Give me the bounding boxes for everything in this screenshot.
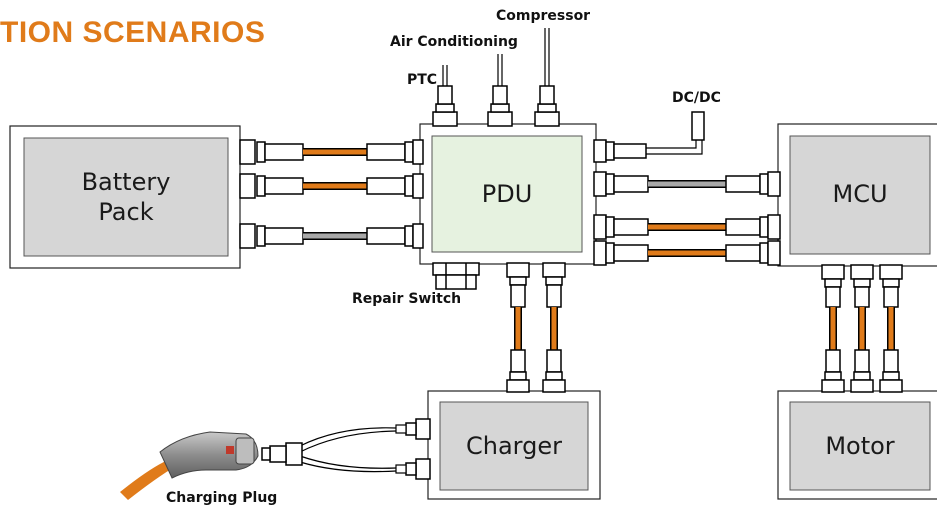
battery-pack-box — [9, 125, 241, 269]
air-conditioning-label: Air Conditioning — [390, 34, 518, 50]
compressor-label: Compressor — [496, 8, 591, 24]
connector-ptc — [432, 65, 458, 127]
repair-switch-label: Repair Switch — [352, 291, 462, 307]
pdu-label: PDU — [481, 180, 533, 208]
connector-air-conditioning — [487, 54, 513, 127]
charger-label: Charger — [466, 432, 562, 460]
page-title: TION SCENARIOS — [0, 16, 266, 49]
connector-compressor — [534, 28, 560, 127]
ptc-label: PTC — [407, 72, 438, 88]
cable-mcu-motor-1 — [821, 264, 845, 393]
charging-plug-icon — [120, 431, 259, 500]
cable-battery-pdu-2 — [239, 173, 424, 199]
repair-switch-connector — [432, 262, 480, 290]
motor-label: Motor — [825, 432, 895, 460]
dcdc-label: DC/DC — [672, 90, 721, 106]
battery-pack-label: Battery Pack — [81, 168, 171, 226]
cable-pdu-charger-1 — [506, 262, 530, 393]
charging-plug-label: Charging Plug — [166, 490, 278, 506]
cable-pdu-mcu-1 — [593, 171, 781, 197]
charger-box — [427, 390, 601, 500]
cable-pdu-dcdc — [593, 111, 705, 163]
cable-battery-pdu-3 — [239, 223, 424, 249]
mcu-label: MCU — [832, 180, 888, 208]
cable-battery-pdu-1 — [239, 139, 424, 165]
cable-mcu-motor-3 — [879, 264, 903, 393]
mcu-box — [777, 123, 937, 267]
cable-pdu-charger-2 — [542, 262, 566, 393]
charging-plug-cable — [261, 427, 397, 473]
cable-mcu-motor-2 — [850, 264, 874, 393]
charger-input-connectors — [395, 418, 431, 480]
cable-pdu-mcu-2 — [593, 214, 781, 240]
cable-pdu-mcu-3 — [593, 240, 781, 266]
